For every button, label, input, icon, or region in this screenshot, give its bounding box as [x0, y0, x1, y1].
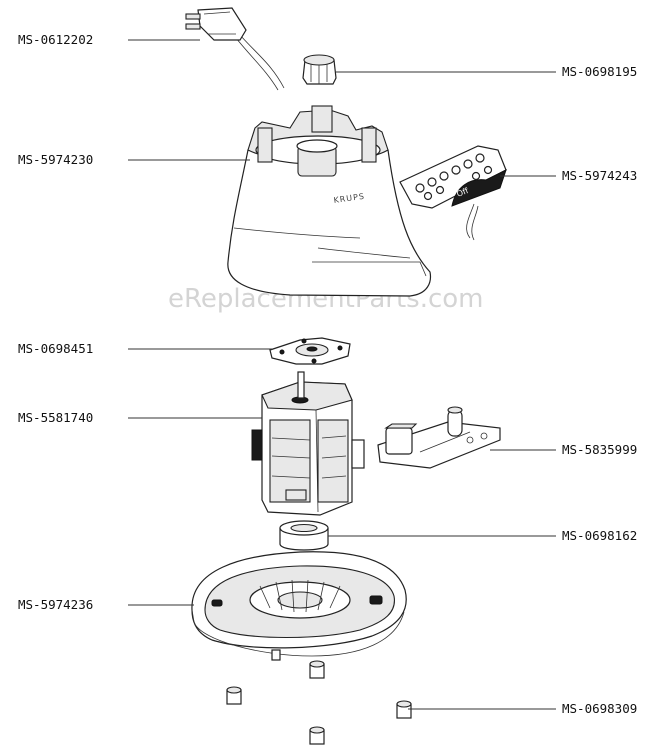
- part-label-housing: MS-5974230: [18, 152, 93, 167]
- part-label-ring-gasket: MS-0698162: [562, 528, 637, 543]
- part-label-power-cord: MS-0612202: [18, 32, 93, 47]
- housing-drawing: KRUPS: [227, 105, 432, 297]
- part-label-motor-coupler: MS-0698451: [18, 341, 93, 356]
- motor-coupler-drawing: [269, 337, 351, 365]
- circuit-board-drawing: [377, 406, 501, 469]
- feet-drawing: [226, 660, 412, 745]
- base-plate-drawing: [191, 551, 407, 661]
- housing-brand-text: KRUPS: [333, 192, 366, 205]
- part-label-motor: MS-5581740: [18, 410, 93, 425]
- motor-drawing: [251, 371, 365, 516]
- power-cord-drawing: [185, 7, 285, 91]
- part-label-control-panel: MS-5974243: [562, 168, 637, 183]
- part-label-feet: MS-0698309: [562, 701, 637, 716]
- part-label-circuit-board: MS-5835999: [562, 442, 637, 457]
- part-label-base-plate: MS-5974236: [18, 597, 93, 612]
- nut-drawing: [302, 54, 337, 85]
- part-label-nut: MS-0698195: [562, 64, 637, 79]
- ring-gasket-drawing: [279, 520, 329, 551]
- switch-off-text: Off: [455, 186, 470, 199]
- control-panel-drawing: Off: [399, 145, 507, 241]
